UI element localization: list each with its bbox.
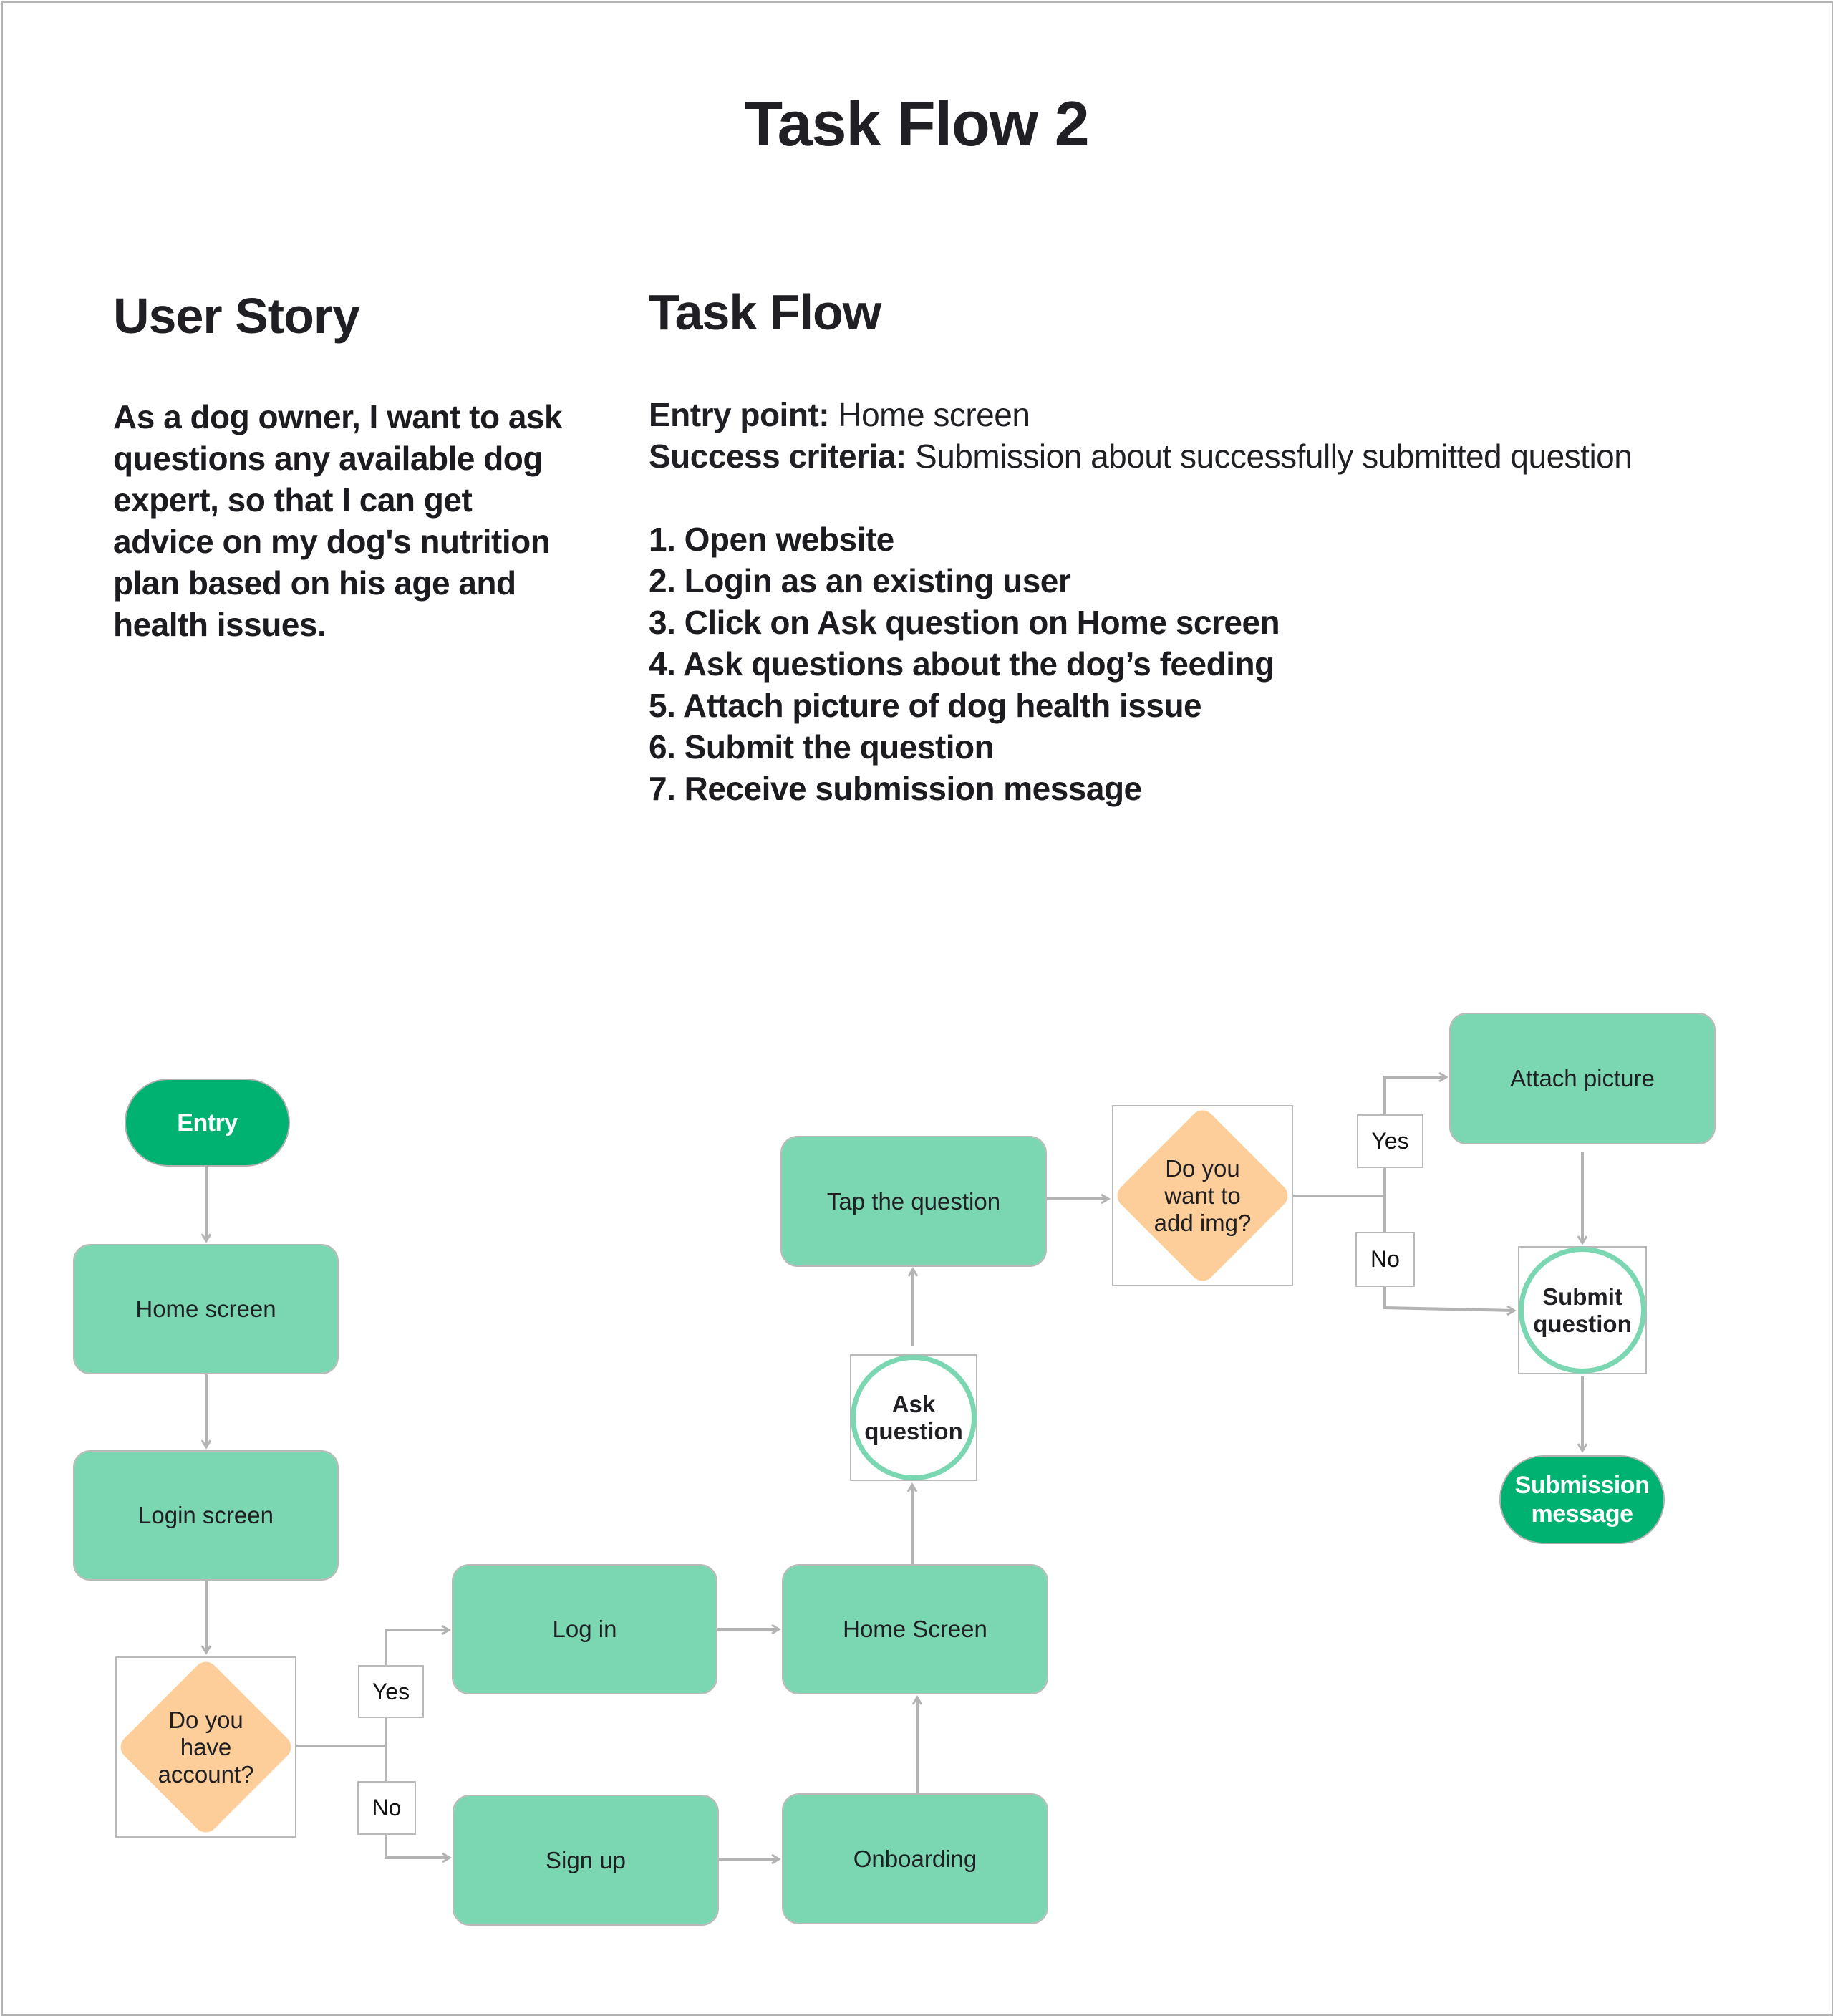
node-home-screen[interactable]: Home screen xyxy=(73,1244,339,1374)
task-flow-meta: Entry point: Home screen Success criteri… xyxy=(649,394,1633,477)
node-sign-up[interactable]: Sign up xyxy=(453,1795,719,1926)
user-story-text: As a dog owner, I want to ask questions … xyxy=(113,398,563,643)
task-step: 6. Submit the question xyxy=(649,728,995,766)
node-home-screen-2-label: Home Screen xyxy=(843,1616,987,1642)
ask-question-line: question xyxy=(864,1417,963,1445)
node-home-screen-label: Home screen xyxy=(135,1296,276,1322)
task-step: 2. Login as an existing user xyxy=(649,562,1071,599)
entry-point-value: Home screen xyxy=(838,396,1030,433)
branch-label-img-yes: Yes xyxy=(1357,1114,1423,1168)
node-onboarding[interactable]: Onboarding xyxy=(782,1793,1048,1924)
branch-label-account-no: No xyxy=(357,1781,416,1835)
node-tap-question-label: Tap the question xyxy=(826,1187,1001,1215)
node-home-screen-2[interactable]: Home Screen xyxy=(782,1564,1048,1694)
node-ask-question[interactable]: Ask question xyxy=(851,1355,977,1480)
user-story-heading: User Story xyxy=(113,288,360,344)
decision-img-line: want to xyxy=(1164,1182,1241,1209)
submission-message-line: message xyxy=(1531,1500,1633,1528)
success-criteria-label: Success criteria: xyxy=(649,438,906,475)
task-step: 1. Open website xyxy=(649,521,894,558)
branch-label-img-no: No xyxy=(1355,1232,1415,1287)
ask-question-line: Ask xyxy=(891,1390,936,1417)
task-step: 4. Ask questions about the dog’s feeding xyxy=(649,645,1275,683)
decision-account-line: account? xyxy=(158,1760,254,1788)
page-title: Task Flow 2 xyxy=(744,88,1089,159)
node-entry-label: Entry xyxy=(177,1109,238,1137)
task-step: 7. Receive submission message xyxy=(649,770,1142,807)
task-step: 5. Attach picture of dog health issue xyxy=(649,687,1202,724)
node-attach-picture-label: Attach picture xyxy=(1510,1065,1655,1091)
decision-img-line: Do you xyxy=(1165,1154,1240,1182)
entry-point-line: Entry point: Home screen xyxy=(649,394,1632,435)
branch-label-account-yes: Yes xyxy=(358,1665,424,1718)
decision-account-line: have xyxy=(180,1733,232,1760)
decision-account-label: Do you have account? xyxy=(115,1656,296,1838)
node-sign-up-label: Sign up xyxy=(546,1846,626,1873)
task-flow-heading: Task Flow xyxy=(649,284,881,340)
success-criteria-value: Submission about successfully submitted … xyxy=(915,438,1633,475)
node-login-screen-label: Login screen xyxy=(138,1502,274,1528)
task-step: 3. Click on Ask question on Home screen xyxy=(649,604,1280,641)
node-log-in[interactable]: Log in xyxy=(452,1564,717,1694)
submission-message-line: Submission xyxy=(1514,1472,1650,1499)
node-submit-question[interactable]: Submit question xyxy=(1519,1247,1646,1374)
node-onboarding-label: Onboarding xyxy=(853,1845,977,1872)
node-login-screen[interactable]: Login screen xyxy=(73,1450,339,1581)
node-submission-message[interactable]: Submission message xyxy=(1499,1455,1665,1544)
success-criteria-line: Success criteria: Submission about succe… xyxy=(649,435,1633,477)
entry-point-label: Entry point: xyxy=(649,396,830,433)
decision-img-line: add img? xyxy=(1154,1209,1252,1236)
submit-question-line: question xyxy=(1533,1310,1632,1337)
node-entry[interactable]: Entry xyxy=(125,1079,290,1167)
node-tap-question[interactable]: Tap the question xyxy=(780,1136,1047,1267)
decision-account-line: Do you xyxy=(168,1706,243,1733)
task-steps-list: 1. Open website 2. Login as an existing … xyxy=(649,519,1280,809)
node-log-in-label: Log in xyxy=(552,1616,617,1642)
submit-question-line: Submit xyxy=(1542,1283,1622,1310)
decision-img-label: Do you want to add img? xyxy=(1112,1105,1293,1286)
node-attach-picture[interactable]: Attach picture xyxy=(1449,1013,1716,1144)
